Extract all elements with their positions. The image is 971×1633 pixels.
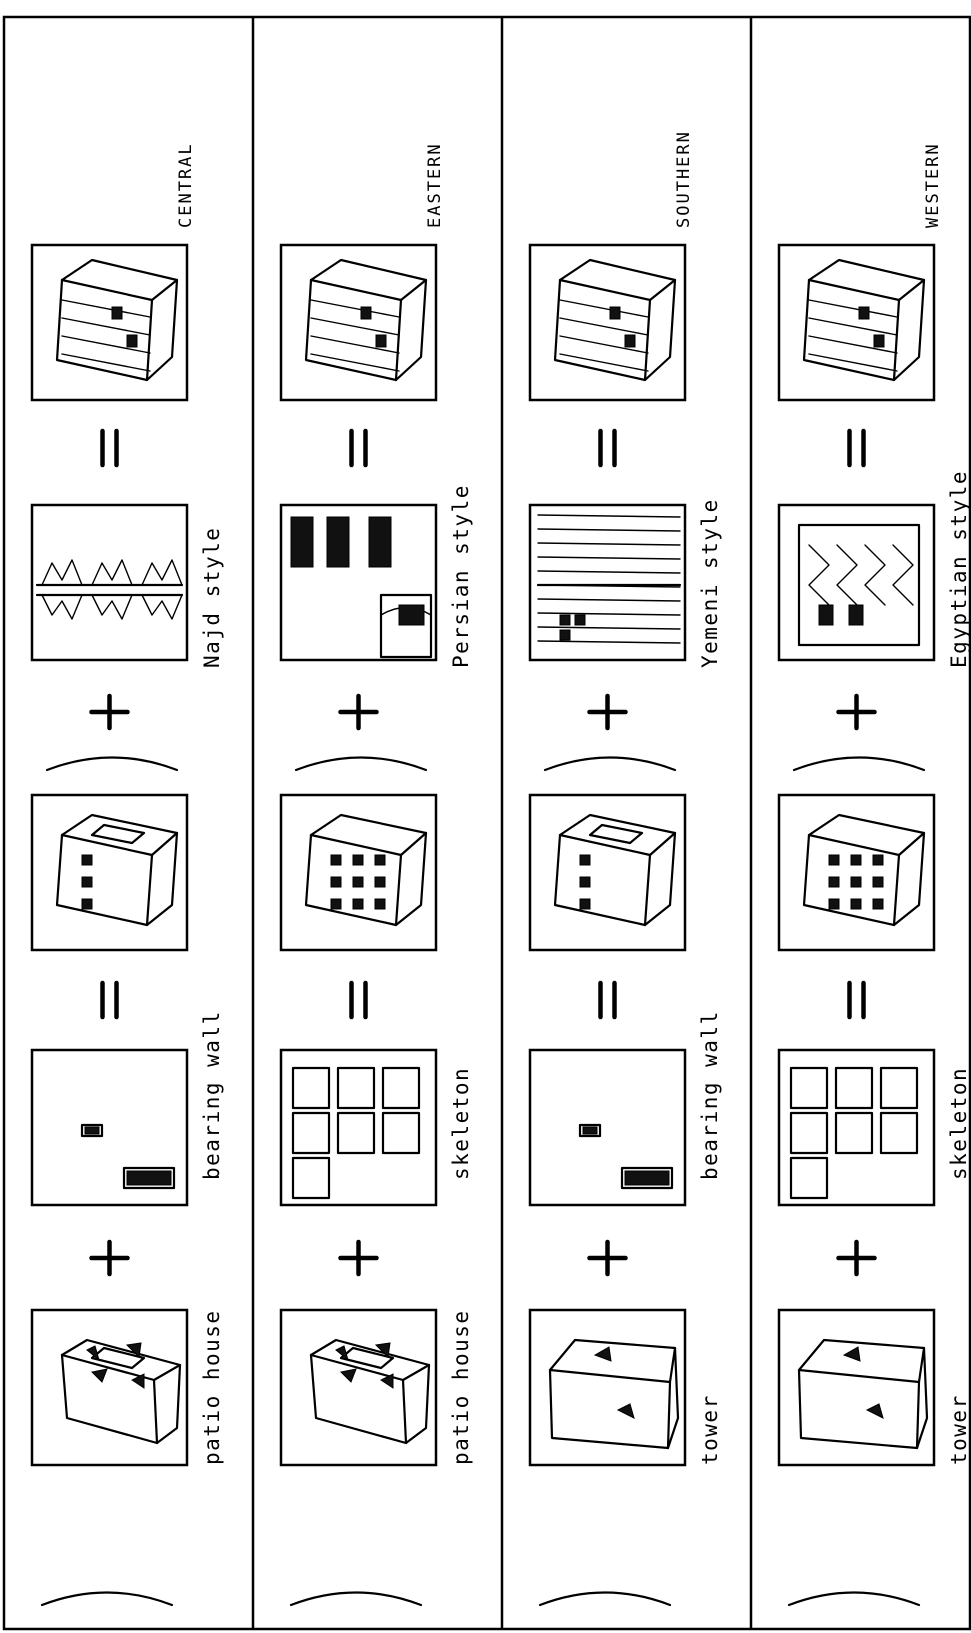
style-label: Yemeni style xyxy=(698,498,722,668)
tower-block-icon xyxy=(799,1340,927,1448)
built-result-box xyxy=(32,795,187,950)
equals-operator xyxy=(601,431,615,465)
base-form-label: patio house xyxy=(200,1309,224,1465)
structure-label: bearing wall xyxy=(698,1010,722,1180)
styled-result-icon xyxy=(57,260,177,380)
plus-operator xyxy=(92,696,128,728)
bracket-open xyxy=(540,1593,670,1606)
persian-facade-icon xyxy=(291,517,431,657)
tower-block-icon xyxy=(550,1340,678,1448)
base-form-label: tower xyxy=(947,1394,971,1465)
plus-operator xyxy=(341,1242,377,1274)
built-result-icon xyxy=(555,815,675,925)
bracket-close xyxy=(545,758,675,771)
bracket-open xyxy=(42,1593,172,1606)
style-label: Persian style xyxy=(449,484,473,668)
structure-box xyxy=(32,1050,187,1205)
structure-label: skeleton xyxy=(449,1067,473,1180)
final-result-box xyxy=(32,245,187,400)
plus-operator xyxy=(839,696,875,728)
built-result-icon xyxy=(306,815,426,925)
bracket-close xyxy=(47,758,177,771)
skeleton-frame-icon xyxy=(293,1068,419,1198)
najd-facade-icon xyxy=(37,560,182,619)
equals-operator xyxy=(352,431,366,465)
patio-house-icon xyxy=(62,1340,180,1443)
yemeni-facade-icon xyxy=(538,515,680,643)
equals-operator xyxy=(103,983,117,1017)
built-result-icon xyxy=(804,815,924,925)
row-southern: tower bearing wall Yemeni style SOUTHERN xyxy=(530,130,722,1605)
plus-operator xyxy=(590,1242,626,1274)
egyptian-facade-icon xyxy=(799,525,919,645)
row-western: tower skeleton Egyptian style WESTERN xyxy=(779,142,971,1605)
plus-operator xyxy=(590,696,626,728)
bracket-open xyxy=(789,1593,919,1606)
row-eastern: patio house skeleton Persian style EASTERN xyxy=(281,142,473,1605)
equals-operator xyxy=(103,431,117,465)
final-result-box xyxy=(281,245,436,400)
built-result-icon xyxy=(57,815,177,925)
structure-box xyxy=(530,1050,685,1205)
final-result-box xyxy=(530,245,685,400)
bracket-close xyxy=(296,758,426,771)
style-box xyxy=(779,505,934,660)
region-label: SOUTHERN xyxy=(674,130,694,228)
styled-result-icon xyxy=(306,260,426,380)
built-result-box xyxy=(530,795,685,950)
region-label: CENTRAL xyxy=(176,142,196,228)
region-label: EASTERN xyxy=(425,142,445,228)
base-form-box xyxy=(281,1310,436,1465)
style-box xyxy=(32,505,187,660)
plus-operator xyxy=(341,696,377,728)
equals-operator xyxy=(850,983,864,1017)
structure-label: bearing wall xyxy=(200,1010,224,1180)
equals-operator xyxy=(601,983,615,1017)
style-label: Najd style xyxy=(200,527,224,668)
bearing-wall-icon xyxy=(82,1125,174,1188)
base-form-box xyxy=(530,1310,685,1465)
style-box xyxy=(530,505,685,660)
built-result-box xyxy=(779,795,934,950)
base-form-box xyxy=(779,1310,934,1465)
style-label: Egyptian style xyxy=(947,470,971,668)
plus-operator xyxy=(839,1242,875,1274)
base-form-label: tower xyxy=(698,1394,722,1465)
patio-house-icon xyxy=(311,1340,429,1443)
row-central: patio house bearing wall Najd style CENTRAL xyxy=(32,142,224,1605)
bracket-close xyxy=(794,758,924,771)
styled-result-icon xyxy=(804,260,924,380)
skeleton-frame-icon xyxy=(791,1068,917,1198)
plus-operator xyxy=(92,1242,128,1274)
bearing-wall-icon xyxy=(580,1125,672,1188)
structure-box xyxy=(779,1050,934,1205)
region-label: WESTERN xyxy=(923,142,943,228)
styled-result-icon xyxy=(555,260,675,380)
final-result-box xyxy=(779,245,934,400)
built-result-box xyxy=(281,795,436,950)
bracket-open xyxy=(291,1593,421,1606)
equals-operator xyxy=(352,983,366,1017)
structure-box xyxy=(281,1050,436,1205)
style-box xyxy=(281,505,436,660)
equals-operator xyxy=(850,431,864,465)
structure-label: skeleton xyxy=(947,1067,971,1180)
base-form-box xyxy=(32,1310,187,1465)
base-form-label: patio house xyxy=(449,1309,473,1465)
